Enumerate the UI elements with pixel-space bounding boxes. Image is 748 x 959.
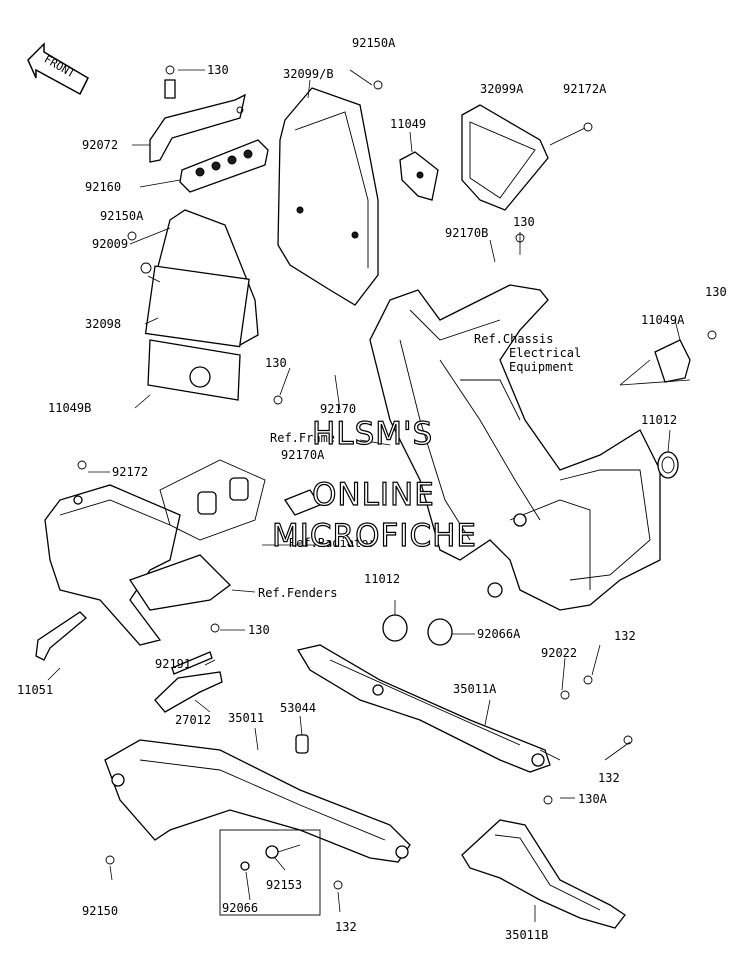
ref-chassis-line3: Equipment [509,360,574,374]
label-132-a: 132 [614,629,636,643]
label-92172: 92172 [112,465,148,479]
label-92170: 92170 [320,402,356,416]
ref-frame: Ref.Frame [270,431,335,445]
label-130A: 130A [578,792,608,806]
label-130-c: 130 [705,285,727,299]
cap-11012-left [382,614,408,642]
label-35011A: 35011A [453,682,497,696]
hardware-box [219,829,321,916]
main-frame [369,284,661,611]
side-cover-32099B [277,80,383,306]
ref-fenders: Ref.Fenders [258,586,337,600]
ref-chassis-line2: Electrical [509,346,581,360]
label-92191: 92191 [155,657,191,671]
label-92072: 92072 [82,138,118,152]
label-32098: 32098 [85,317,121,331]
label-92160: 92160 [85,180,121,194]
reference-labels: Ref.Chassis Electrical Equipment Ref.Fra… [258,332,581,600]
label-11012-left: 11012 [364,572,400,586]
battery-tray [44,484,231,646]
label-35011: 35011 [228,711,264,725]
cover-32099A [461,104,593,211]
label-35011B: 35011B [505,928,548,942]
label-27012: 27012 [175,713,211,727]
battery-cover-32098 [144,209,259,401]
cap-11012-right [657,451,679,479]
bracket-27012 [154,623,223,713]
label-130-a: 130 [207,63,229,77]
label-92022: 92022 [541,646,577,660]
bracket-11049 [399,151,439,201]
label-92153: 92153 [266,878,302,892]
label-92170A: 92170A [281,448,325,462]
label-11012-right: 11012 [641,413,677,427]
label-92066A: 92066A [477,627,521,641]
label-92009: 92009 [92,237,128,251]
label-11049A: 11049A [641,313,685,327]
bracket-35011 [104,734,411,863]
label-130-d: 130 [265,356,287,370]
front-arrow-icon: FRONT [27,42,89,96]
watermark-line3: MICROFICHE [272,518,477,554]
radiator-bracket [159,459,321,541]
watermark-line2: ONLINE [312,477,435,513]
bracket-11051 [35,611,87,661]
label-92066: 92066 [222,901,258,915]
label-11051: 11051 [17,683,53,697]
label-92172A: 92172A [563,82,607,96]
label-11049B: 11049B [48,401,91,415]
label-130-b: 130 [513,215,535,229]
watermark: HLSM'S ONLINE MICROFICHE [271,415,477,554]
bracket-35011B [461,795,626,929]
ref-chassis-line1: Ref.Chassis [474,332,553,346]
label-130-e: 130 [248,623,270,637]
pin-92191 [171,651,213,675]
bracket-92072 [149,79,246,163]
ref-radiator: Ref.Radiator [289,536,376,550]
cap-92066A [427,618,453,646]
label-92150: 92150 [82,904,118,918]
label-32099A: 32099A [480,82,524,96]
label-132-c: 132 [335,920,357,934]
label-53044: 53044 [280,701,316,715]
watermark-line1: HLSM'S [312,416,433,452]
label-132-b: 132 [598,771,620,785]
label-11049: 11049 [390,117,426,131]
label-92170B: 92170B [445,226,488,240]
bracket-11049A [654,330,717,383]
leader-lines [47,69,691,922]
bracket-35011A [296,644,551,773]
label-92150A-top: 92150A [352,36,396,50]
part-labels: 92150A 130 32099/B 32099A 92172A 11049 9… [17,36,727,942]
label-32099B: 32099/B [283,67,334,81]
label-92150A-mid: 92150A [100,209,144,223]
grommet-plate-92160 [179,139,269,193]
